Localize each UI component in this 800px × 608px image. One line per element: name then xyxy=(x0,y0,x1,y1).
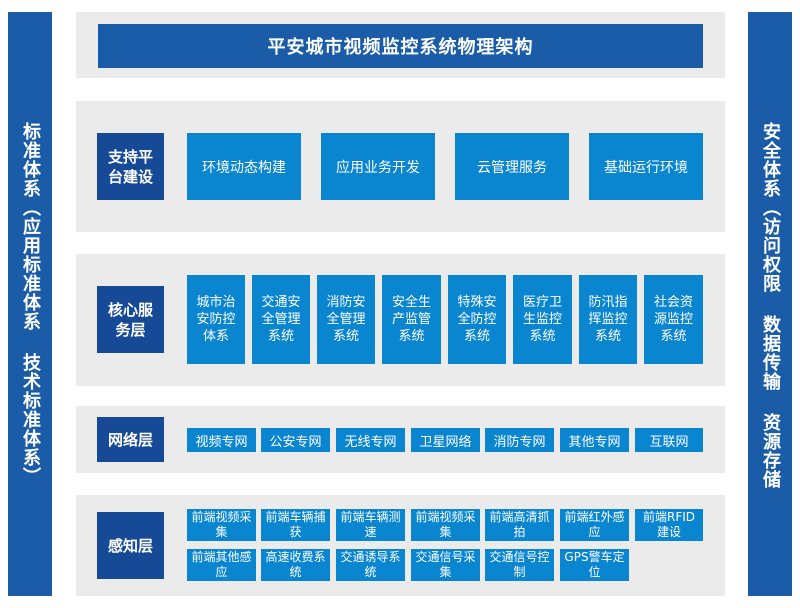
network-item: 卫星网络 xyxy=(411,428,480,452)
perception-item: 前端视频采集 xyxy=(187,509,256,541)
support-item: 云管理服务 xyxy=(455,133,569,200)
core-item: 防汛指挥监控系统 xyxy=(579,275,637,364)
support-item: 环境动态构建 xyxy=(187,133,301,200)
support-label: 支持平台建设 xyxy=(97,133,164,200)
core-item: 安全生产监管系统 xyxy=(382,275,441,364)
perception-item: 交通诱导系统 xyxy=(336,549,405,581)
network-item: 互联网 xyxy=(635,428,703,452)
network-item: 公安专网 xyxy=(261,428,330,452)
core-item: 医疗卫生监控系统 xyxy=(513,275,572,364)
perception-item: 交通信号采集 xyxy=(411,549,480,581)
perception-label: 感知层 xyxy=(97,512,164,579)
core-item: 交通安全管理系统 xyxy=(252,275,310,364)
perception-item: 前端高清抓拍 xyxy=(485,509,554,541)
perception-item: 前端车辆捕获 xyxy=(261,509,330,541)
support-item: 基础运行环境 xyxy=(589,133,703,200)
perception-item: 前端RFID建设 xyxy=(635,509,703,541)
core-item: 社会资源监控系统 xyxy=(644,275,703,364)
security-system-text: 安全体系（访问权限 数据传输 资源存储 xyxy=(760,122,781,489)
perception-item: 前端红外感应 xyxy=(560,509,629,541)
perception-item: 交通信号控制 xyxy=(485,549,554,581)
network-item: 视频专网 xyxy=(187,428,256,452)
perception-item: 高速收费系统 xyxy=(261,549,330,581)
network-item: 其他专网 xyxy=(560,428,629,452)
diagram-title: 平安城市视频监控系统物理架构 xyxy=(98,24,703,68)
network-label: 网络层 xyxy=(97,417,164,462)
perception-item: GPS警车定位 xyxy=(560,549,629,581)
security-system-bar: 安全体系（访问权限 数据传输 资源存储 xyxy=(748,12,792,596)
core-item: 城市治安防控体系 xyxy=(187,275,245,364)
perception-item: 前端视频采集 xyxy=(411,509,480,541)
standards-system-text: 标准体系（应用标准体系 技术标准体系） xyxy=(20,122,41,486)
perception-item: 前端车辆测速 xyxy=(336,509,405,541)
core-item: 消防安全管理系统 xyxy=(317,275,375,364)
core-label: 核心服务层 xyxy=(97,286,164,353)
core-item: 特殊安全防控系统 xyxy=(448,275,506,364)
perception-item: 前端其他感应 xyxy=(187,549,256,581)
support-item: 应用业务开发 xyxy=(321,133,435,200)
standards-system-bar: 标准体系（应用标准体系 技术标准体系） xyxy=(8,12,52,596)
network-item: 无线专网 xyxy=(336,428,405,452)
network-item: 消防专网 xyxy=(485,428,554,452)
